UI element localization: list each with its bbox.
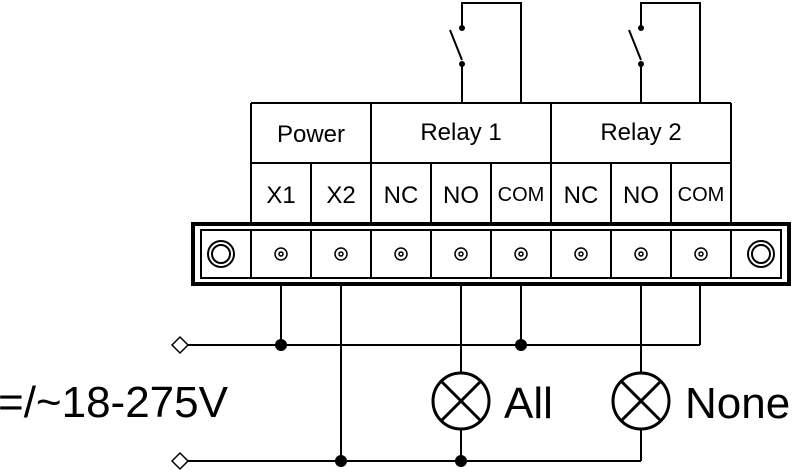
group-label-relay1: Relay 1	[420, 119, 501, 146]
terminal-label-no2: NO	[623, 182, 659, 209]
relay1-contact-dot	[459, 61, 465, 67]
screw-terminal-com1	[514, 247, 528, 261]
lamp2-label: None	[685, 379, 790, 428]
junction-x1	[275, 339, 287, 351]
terminal-label-x1: X1	[266, 182, 295, 209]
mounting-hole-left	[207, 240, 235, 268]
supply-input-terminal-upper	[170, 335, 190, 355]
screw-terminal-x2	[334, 247, 348, 261]
relay2-contact-dot-top	[638, 25, 644, 31]
terminal-label-com2: COM	[678, 184, 725, 206]
screw-terminal-no1	[454, 247, 468, 261]
lamp2-icon	[611, 371, 671, 431]
terminal-block-dividers	[250, 230, 732, 278]
screw-terminal-nc2	[574, 247, 588, 261]
screw-terminal-no2	[634, 247, 648, 261]
screw-terminals	[274, 247, 708, 261]
relay2-contact-dot	[638, 61, 644, 67]
relay1-switch-symbol	[449, 2, 522, 103]
terminal-label-table	[250, 102, 732, 222]
group-label-power: Power	[277, 121, 345, 148]
junction-x2	[335, 455, 347, 467]
mounting-hole-right	[747, 240, 775, 268]
relay1-contact-dot-top	[459, 25, 465, 31]
screw-terminal-x1	[274, 247, 288, 261]
supply-voltage-label: =/~18-275V	[0, 378, 229, 427]
relay2-switch-symbol	[628, 2, 701, 103]
screw-terminal-com2	[694, 247, 708, 261]
terminal-label-nc2: NC	[564, 182, 599, 209]
lamp1-label: All	[504, 379, 553, 428]
wiring	[188, 284, 701, 462]
supply-input-terminal-lower	[170, 451, 190, 471]
junction-com1	[515, 339, 527, 351]
junction-dots	[275, 339, 527, 467]
terminal-label-com1: COM	[498, 184, 545, 206]
group-label-relay2: Relay 2	[600, 119, 681, 146]
terminal-label-x2: X2	[326, 182, 355, 209]
junction-lamp1	[455, 455, 467, 467]
screw-terminal-nc1	[394, 247, 408, 261]
lamp1-icon	[431, 371, 491, 431]
terminal-label-no1: NO	[443, 182, 479, 209]
terminal-label-nc1: NC	[384, 182, 419, 209]
